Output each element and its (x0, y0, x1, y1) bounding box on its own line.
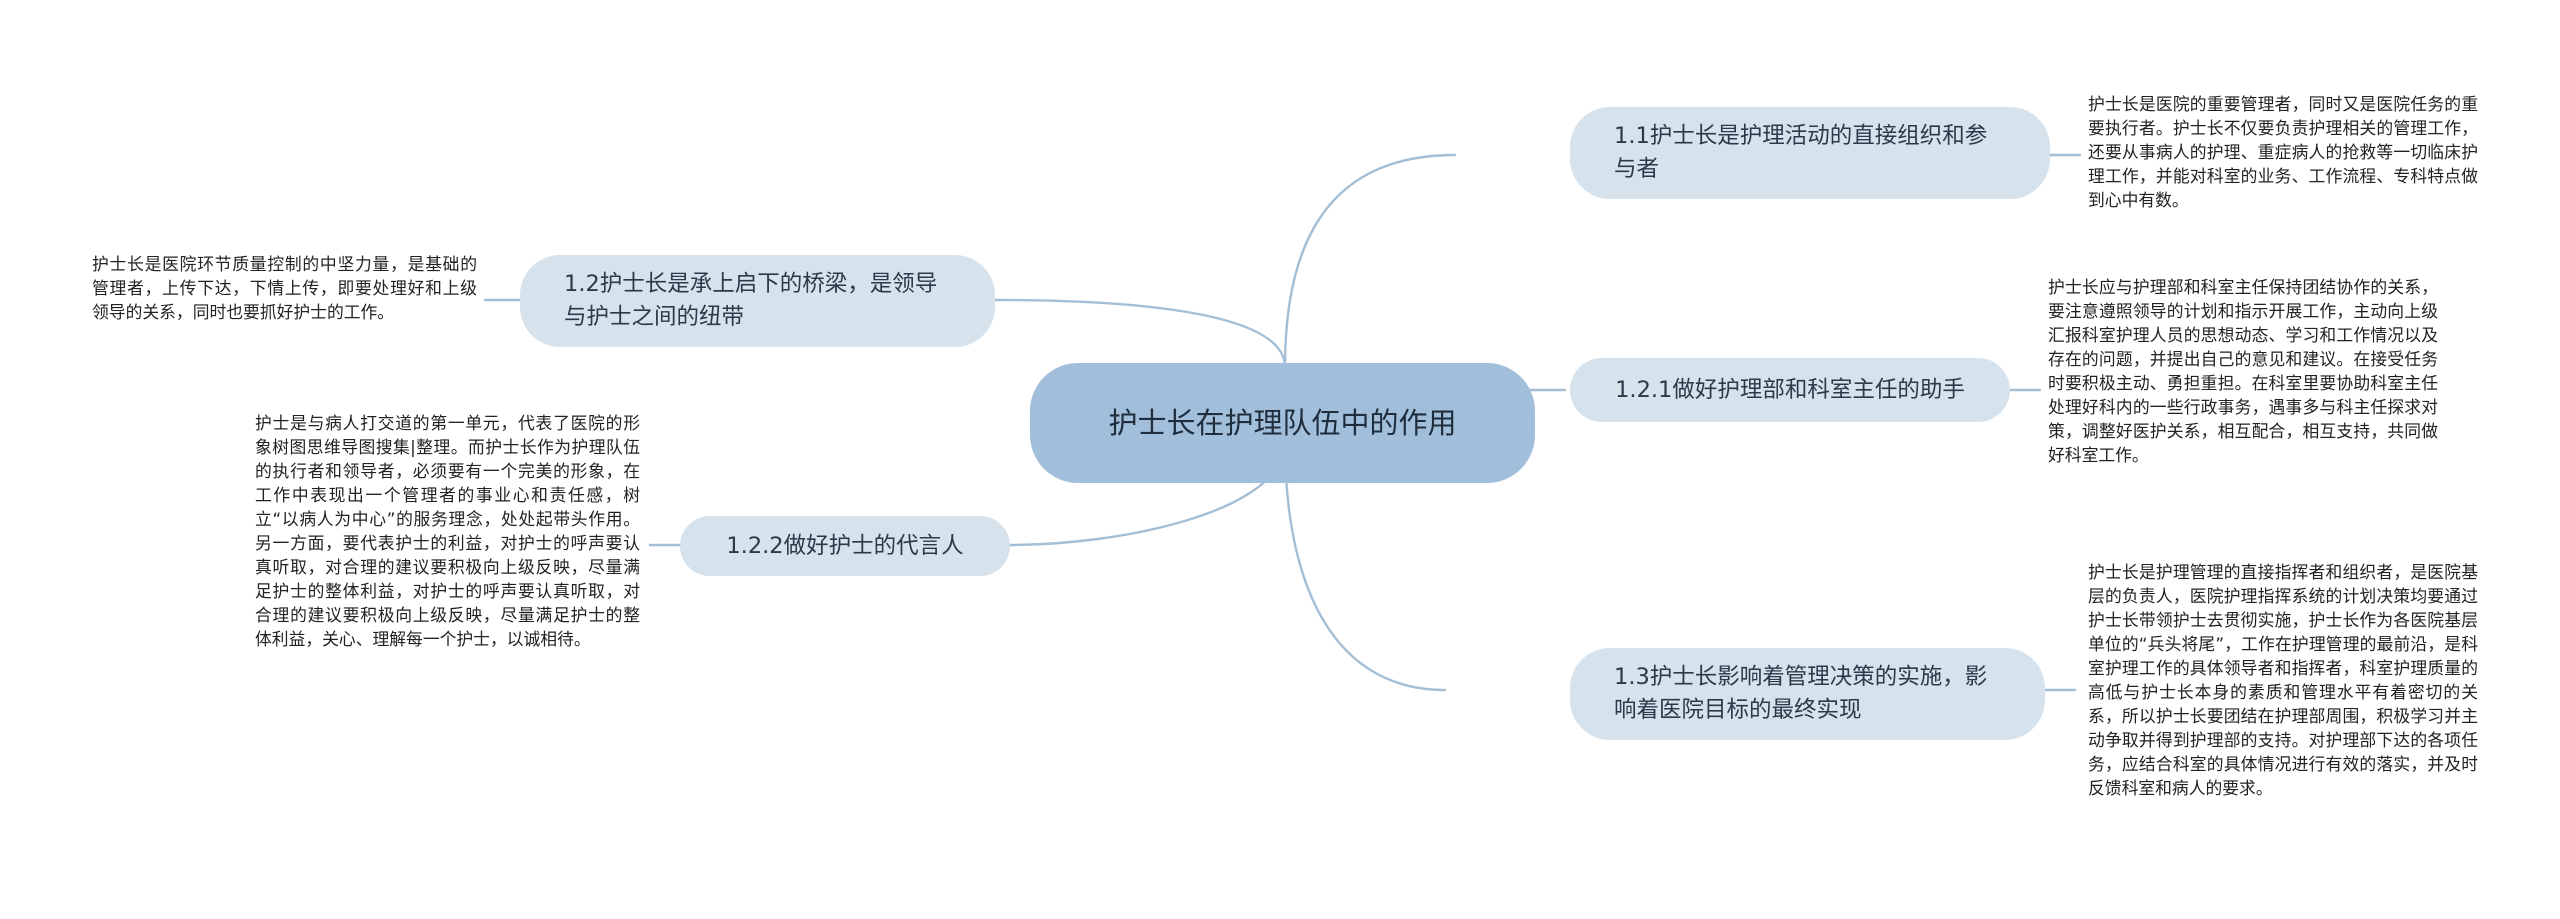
link-root-b12 (993, 298, 1287, 369)
note-1-3: 护士长是护理管理的直接指挥者和组织者，是医院基层的负责人，医院护理指挥系统的计划… (2088, 562, 2478, 798)
branch-1-1[interactable]: 1.1护士长是护理活动的直接组织和参与者 (1570, 107, 2050, 199)
branch-1-2-2[interactable]: 1.2.2做好护士的代言人 (680, 516, 1010, 576)
note-1-1: 护士长是医院的重要管理者，同时又是医院任务的重要执行者。护士长不仅要负责护理相关… (2088, 94, 2478, 210)
branch-1-2-2-label: 1.2.2做好护士的代言人 (726, 532, 964, 559)
branch-1-3-label: 1.3护士长影响着管理决策的实施，影响着医院目标的最终实现 (1614, 664, 1988, 723)
branch-1-2-1[interactable]: 1.2.1做好护理部和科室主任的助手 (1570, 358, 2010, 422)
branch-1-2-label: 1.2护士长是承上启下的桥梁，是领导与护士之间的纽带 (564, 271, 938, 330)
link-root-b11 (1283, 153, 1457, 369)
note-1-2-2: 护士是与病人打交道的第一单元，代表了医院的形象树图思维导图搜集|整理。而护士长作… (255, 413, 640, 649)
root-topic-label: 护士长在护理队伍中的作用 (1108, 406, 1457, 440)
root-topic[interactable]: 护士长在护理队伍中的作用 (1030, 363, 1535, 483)
branch-1-2-1-label: 1.2.1做好护理部和科室主任的助手 (1615, 376, 1965, 403)
branch-1-1-label: 1.1护士长是护理活动的直接组织和参与者 (1614, 123, 1988, 182)
branch-1-3[interactable]: 1.3护士长影响着管理决策的实施，影响着医院目标的最终实现 (1570, 648, 2045, 740)
note-1-2-1: 护士长应与护理部和科室主任保持团结协作的关系，要注意遵照领导的计划和指示开展工作… (2048, 277, 2438, 465)
link-root-b13 (1283, 440, 1447, 692)
note-1-2: 护士长是医院环节质量控制的中坚力量，是基础的管理者，上传下达，下情上传，即要处理… (92, 254, 477, 322)
branch-1-2[interactable]: 1.2护士长是承上启下的桥梁，是领导与护士之间的纽带 (520, 255, 995, 347)
